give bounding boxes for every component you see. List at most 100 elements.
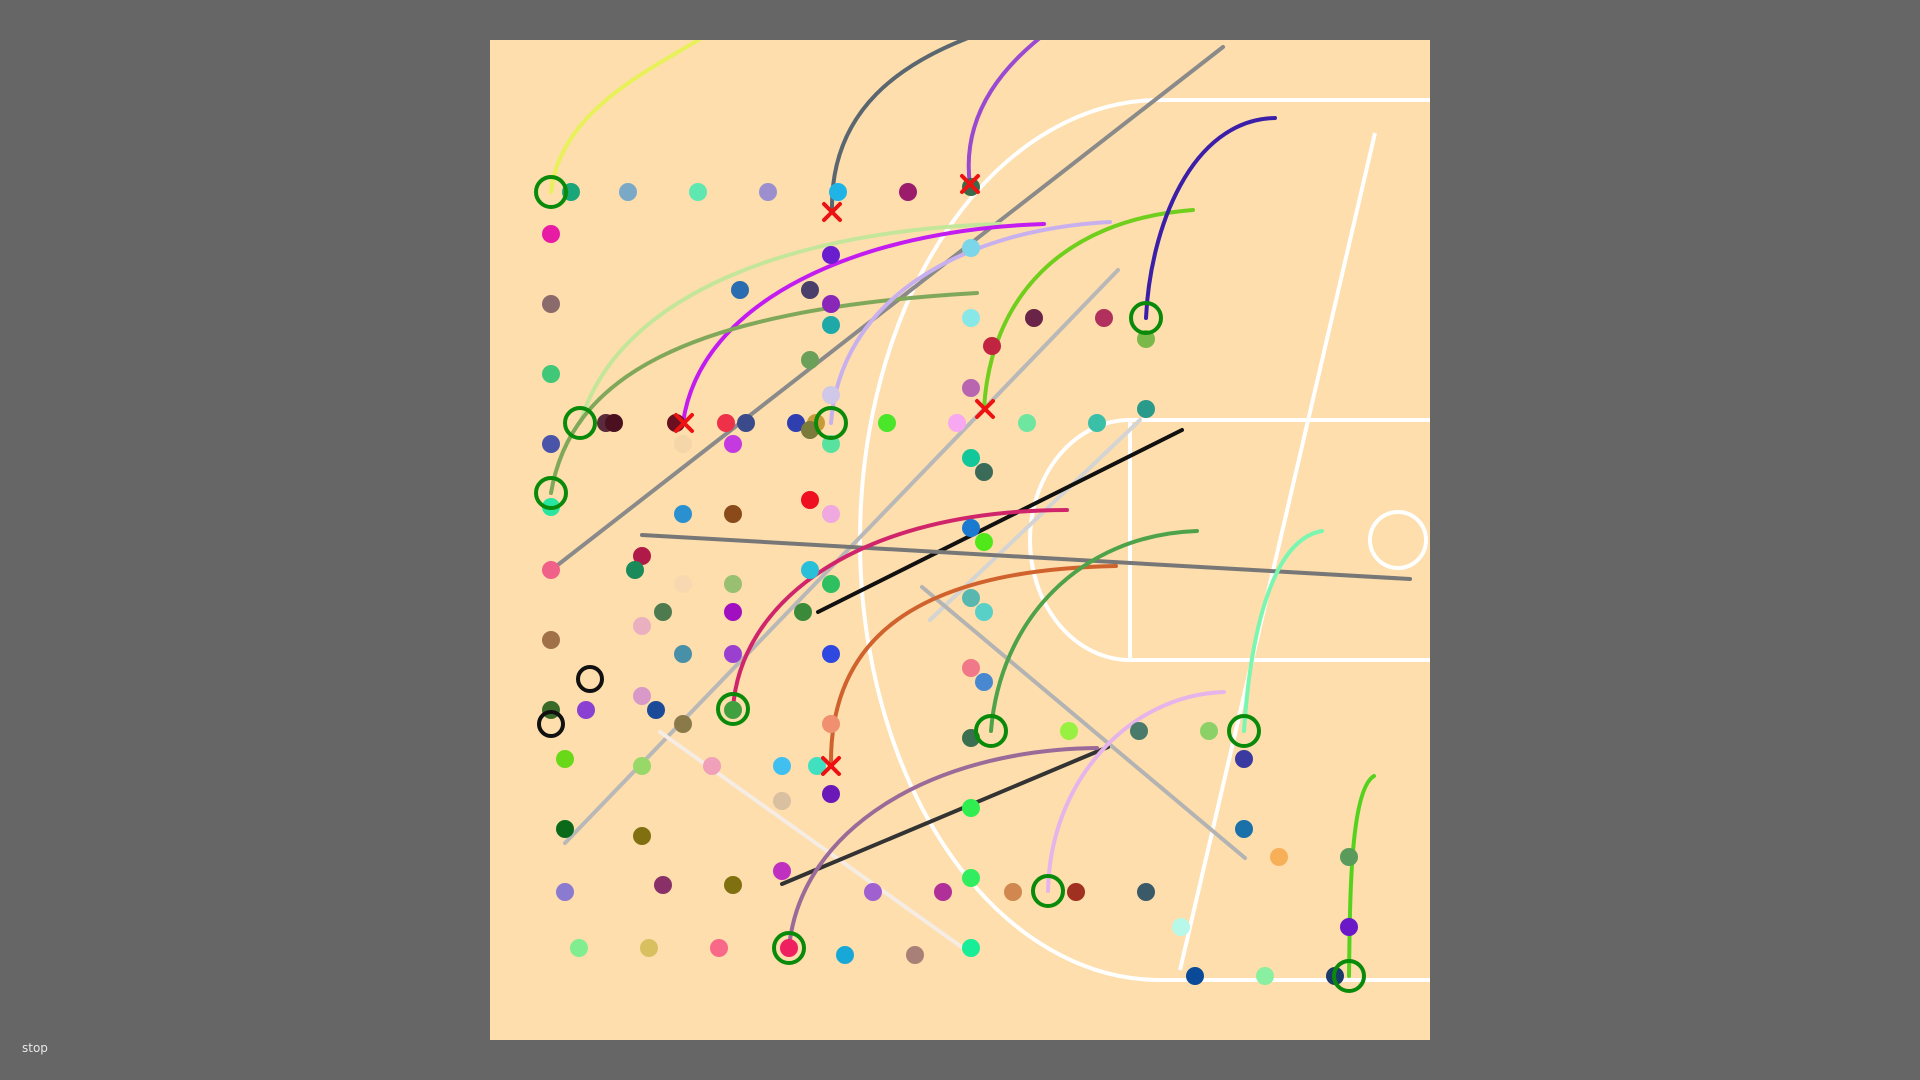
player-dot <box>689 183 707 201</box>
player-dot <box>619 183 637 201</box>
player-dot <box>1172 918 1190 936</box>
player-dot <box>864 883 882 901</box>
player-dot <box>724 505 742 523</box>
player-dot <box>731 281 749 299</box>
green-ring-icon <box>1332 959 1366 993</box>
player-dot <box>710 939 728 957</box>
player-dot <box>674 645 692 663</box>
player-dot <box>542 435 560 453</box>
green-ring-icon <box>814 406 848 440</box>
player-dot <box>899 183 917 201</box>
player-dot <box>724 645 742 663</box>
stop-button[interactable]: stop <box>22 1041 48 1055</box>
player-dot <box>1340 848 1358 866</box>
player-dot <box>724 435 742 453</box>
player-dot <box>801 351 819 369</box>
player-dot <box>794 603 812 621</box>
player-dot <box>1137 400 1155 418</box>
player-dot <box>1060 722 1078 740</box>
red-x-icon <box>960 174 980 194</box>
trajectory-lines <box>548 40 1412 978</box>
player-dot <box>906 946 924 964</box>
player-dot <box>983 337 1001 355</box>
player-dot <box>542 365 560 383</box>
player-dot <box>975 533 993 551</box>
player-dot <box>1270 848 1288 866</box>
player-dot <box>1095 309 1113 327</box>
player-dot <box>962 239 980 257</box>
green-ring-icon <box>716 692 750 726</box>
player-dot <box>975 603 993 621</box>
player-dot <box>962 659 980 677</box>
green-ring-icon <box>1129 301 1163 335</box>
player-dot <box>801 561 819 579</box>
player-dot <box>1137 330 1155 348</box>
player-dot <box>773 862 791 880</box>
player-dot <box>633 757 651 775</box>
player-dot <box>1340 918 1358 936</box>
player-dot <box>822 386 840 404</box>
red-x-icon <box>822 202 842 222</box>
player-dot <box>626 561 644 579</box>
player-dot <box>934 883 952 901</box>
player-dot <box>577 701 595 719</box>
player-dot <box>962 589 980 607</box>
player-dot <box>640 939 658 957</box>
player-dot <box>1200 722 1218 740</box>
player-dot <box>801 491 819 509</box>
player-dot <box>633 687 651 705</box>
player-dot <box>605 414 623 432</box>
player-dot <box>975 673 993 691</box>
player-dot <box>962 379 980 397</box>
player-dot <box>542 631 560 649</box>
player-dot <box>1088 414 1106 432</box>
player-dot <box>822 575 840 593</box>
player-dot <box>724 701 742 719</box>
player-dot <box>717 414 735 432</box>
player-dot <box>724 575 742 593</box>
player-dot <box>1256 967 1274 985</box>
player-dot <box>878 414 896 432</box>
player-dot <box>737 414 755 432</box>
player-dot <box>962 449 980 467</box>
player-dot <box>542 225 560 243</box>
player-dot <box>962 869 980 887</box>
player-dot <box>556 883 574 901</box>
hoop-ring <box>1368 510 1428 570</box>
player-dot <box>836 946 854 964</box>
key-lane <box>1128 418 1430 662</box>
player-dot <box>1067 883 1085 901</box>
player-dot <box>822 645 840 663</box>
red-x-icon <box>975 399 995 419</box>
player-dot <box>1235 820 1253 838</box>
open-ring-icons <box>537 665 604 738</box>
player-dot <box>801 281 819 299</box>
player-dot <box>633 827 651 845</box>
player-dot <box>542 561 560 579</box>
player-dot <box>724 603 742 621</box>
player-dot <box>674 715 692 733</box>
player-dot <box>556 750 574 768</box>
player-dot <box>822 505 840 523</box>
player-dot <box>674 435 692 453</box>
player-dot <box>654 876 672 894</box>
green-ring-icon <box>1227 714 1261 748</box>
player-dot <box>962 939 980 957</box>
player-dot <box>703 757 721 775</box>
player-dot <box>633 617 651 635</box>
player-dot <box>1004 883 1022 901</box>
player-dot <box>1025 309 1043 327</box>
player-dot <box>724 876 742 894</box>
green-ring-icon <box>772 931 806 965</box>
green-ring-icon <box>974 714 1008 748</box>
red-x-icon <box>674 413 694 433</box>
player-dot <box>808 757 826 775</box>
fail-marks <box>674 174 995 776</box>
player-dot <box>570 939 588 957</box>
player-dot <box>822 435 840 453</box>
player-dot <box>962 519 980 537</box>
black-ring-icon <box>576 665 604 693</box>
free-throw-arc <box>1028 418 1131 662</box>
red-x-icon <box>821 756 841 776</box>
